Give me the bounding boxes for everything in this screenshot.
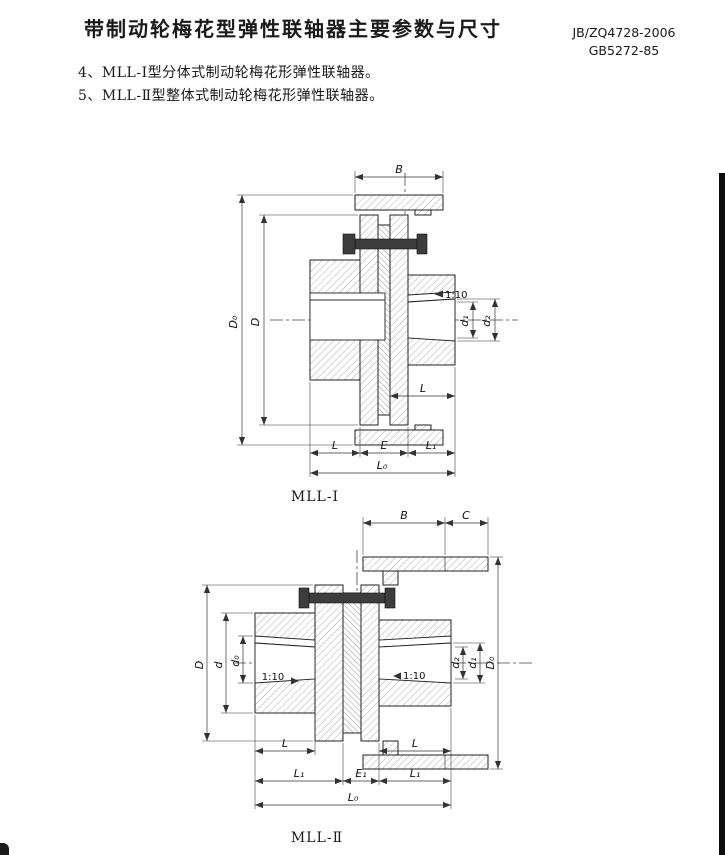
fig1-label-L: L: [332, 439, 338, 452]
fig1-web-top: [414, 209, 432, 216]
fig2-taper-left-arrow: [291, 677, 299, 685]
fig2-web-top: [382, 570, 399, 586]
fig1-bores: [309, 291, 456, 342]
fig2-bolt-head: [384, 587, 396, 609]
fig1-label-B: B: [395, 163, 403, 176]
scan-edge-artifact: [719, 173, 725, 855]
fig1-dimensions: B D₀ D 1:10 d₁ d₂ L L E: [227, 163, 500, 477]
fig1-tapered-bore: [407, 298, 456, 342]
page-title: 带制动轮梅花型弹性联轴器主要参数与尺寸: [84, 17, 502, 41]
fig2-label-d: d: [212, 660, 225, 668]
fig2-right-flange: [360, 584, 380, 742]
fig2-label-C: C: [462, 509, 470, 522]
fig2-label-L0: L₀: [348, 791, 359, 804]
figure1-caption: MLL-Ⅰ: [290, 489, 340, 505]
fig2-elastomer-spider: [342, 592, 362, 734]
fig1-label-L1: L₁: [426, 439, 437, 452]
fig2-label-D: D: [193, 661, 206, 669]
fig1-label-E: E: [381, 439, 388, 452]
fig1-web-bottom: [414, 424, 432, 431]
fig1-label-D0: D₀: [227, 315, 240, 328]
fig1-taper-arrow: [434, 290, 443, 298]
standard-ref-gb: GB5272-85: [588, 43, 660, 59]
fig2-label-B: B: [400, 509, 408, 522]
fig2-label-L-right: L: [412, 737, 418, 750]
fig1-label-L-hub: L: [420, 382, 426, 395]
fig2-brake-rim-bottom: [362, 754, 489, 770]
standard-ref-jb: JB/ZQ4728-2006: [572, 25, 676, 40]
standard-refs: JB/ZQ4728-2006 GB5272-85: [556, 24, 692, 60]
fig1-label-L0: L₀: [377, 459, 388, 472]
figure2-caption: MLL-Ⅱ: [290, 830, 344, 846]
fig1-bolt-head: [416, 233, 428, 255]
fig2-label-L1-left: L₁: [294, 767, 305, 780]
fig1-label-d1: d₁: [458, 315, 471, 326]
fig2-label-L-left: L: [282, 737, 288, 750]
fig2-label-d2: d₂: [449, 657, 462, 669]
fig1-label-taper: 1:10: [445, 290, 467, 301]
fig2-label-taper-right: 1:10: [403, 671, 425, 682]
fig1-bolt-nut: [342, 233, 356, 255]
fig2-label-d1: d₁: [466, 657, 479, 668]
fig2-left-tapered-bore: [254, 642, 316, 684]
fig2-label-d0: d₀: [229, 655, 242, 667]
fig2-web-bottom: [382, 740, 399, 756]
fig2-dimensions: B C D d d₀ 1:10 1:10 d₂ d₁ D₀: [193, 509, 503, 809]
fig2-brake-rim-top: [362, 556, 489, 572]
fig2-label-L1-right: L₁: [410, 767, 421, 780]
fig1-flange-bolt: [342, 233, 428, 255]
fig1-left-keyway: [309, 292, 386, 301]
fig2-right-tapered-bore: [378, 642, 452, 684]
fig2-label-D0: D₀: [484, 656, 497, 669]
fig2-label-E1: E₁: [355, 767, 366, 780]
fig1-brake-rim-bottom: [354, 429, 444, 446]
fig2-label-taper-left: 1:10: [262, 672, 284, 683]
fig2-bores: [254, 635, 452, 684]
figure1-drawing: B D₀ D 1:10 d₁ d₂ L L E: [227, 163, 518, 477]
fig1-label-d2: d₂: [480, 315, 493, 327]
fig1-label-D: D: [249, 318, 262, 326]
fig2-bolt-nut: [298, 587, 310, 609]
fig2-left-flange: [314, 584, 344, 742]
fig1-left-bore: [309, 299, 386, 341]
figure2-drawing: B C D d d₀ 1:10 1:10 d₂ d₁ D₀: [193, 509, 535, 809]
scan-corner-artifact: [0, 843, 9, 855]
fig1-brake-rim-top: [354, 194, 444, 211]
note-item-4: 4、MLL-Ⅰ型分体式制动轮梅花形弹性联轴器。: [78, 65, 380, 81]
fig2-taper-right-arrow: [393, 672, 401, 680]
note-item-5: 5、MLL-Ⅱ型整体式制动轮梅花形弹性联轴器。: [78, 88, 384, 104]
fig2-flange-bolt: [298, 587, 396, 609]
